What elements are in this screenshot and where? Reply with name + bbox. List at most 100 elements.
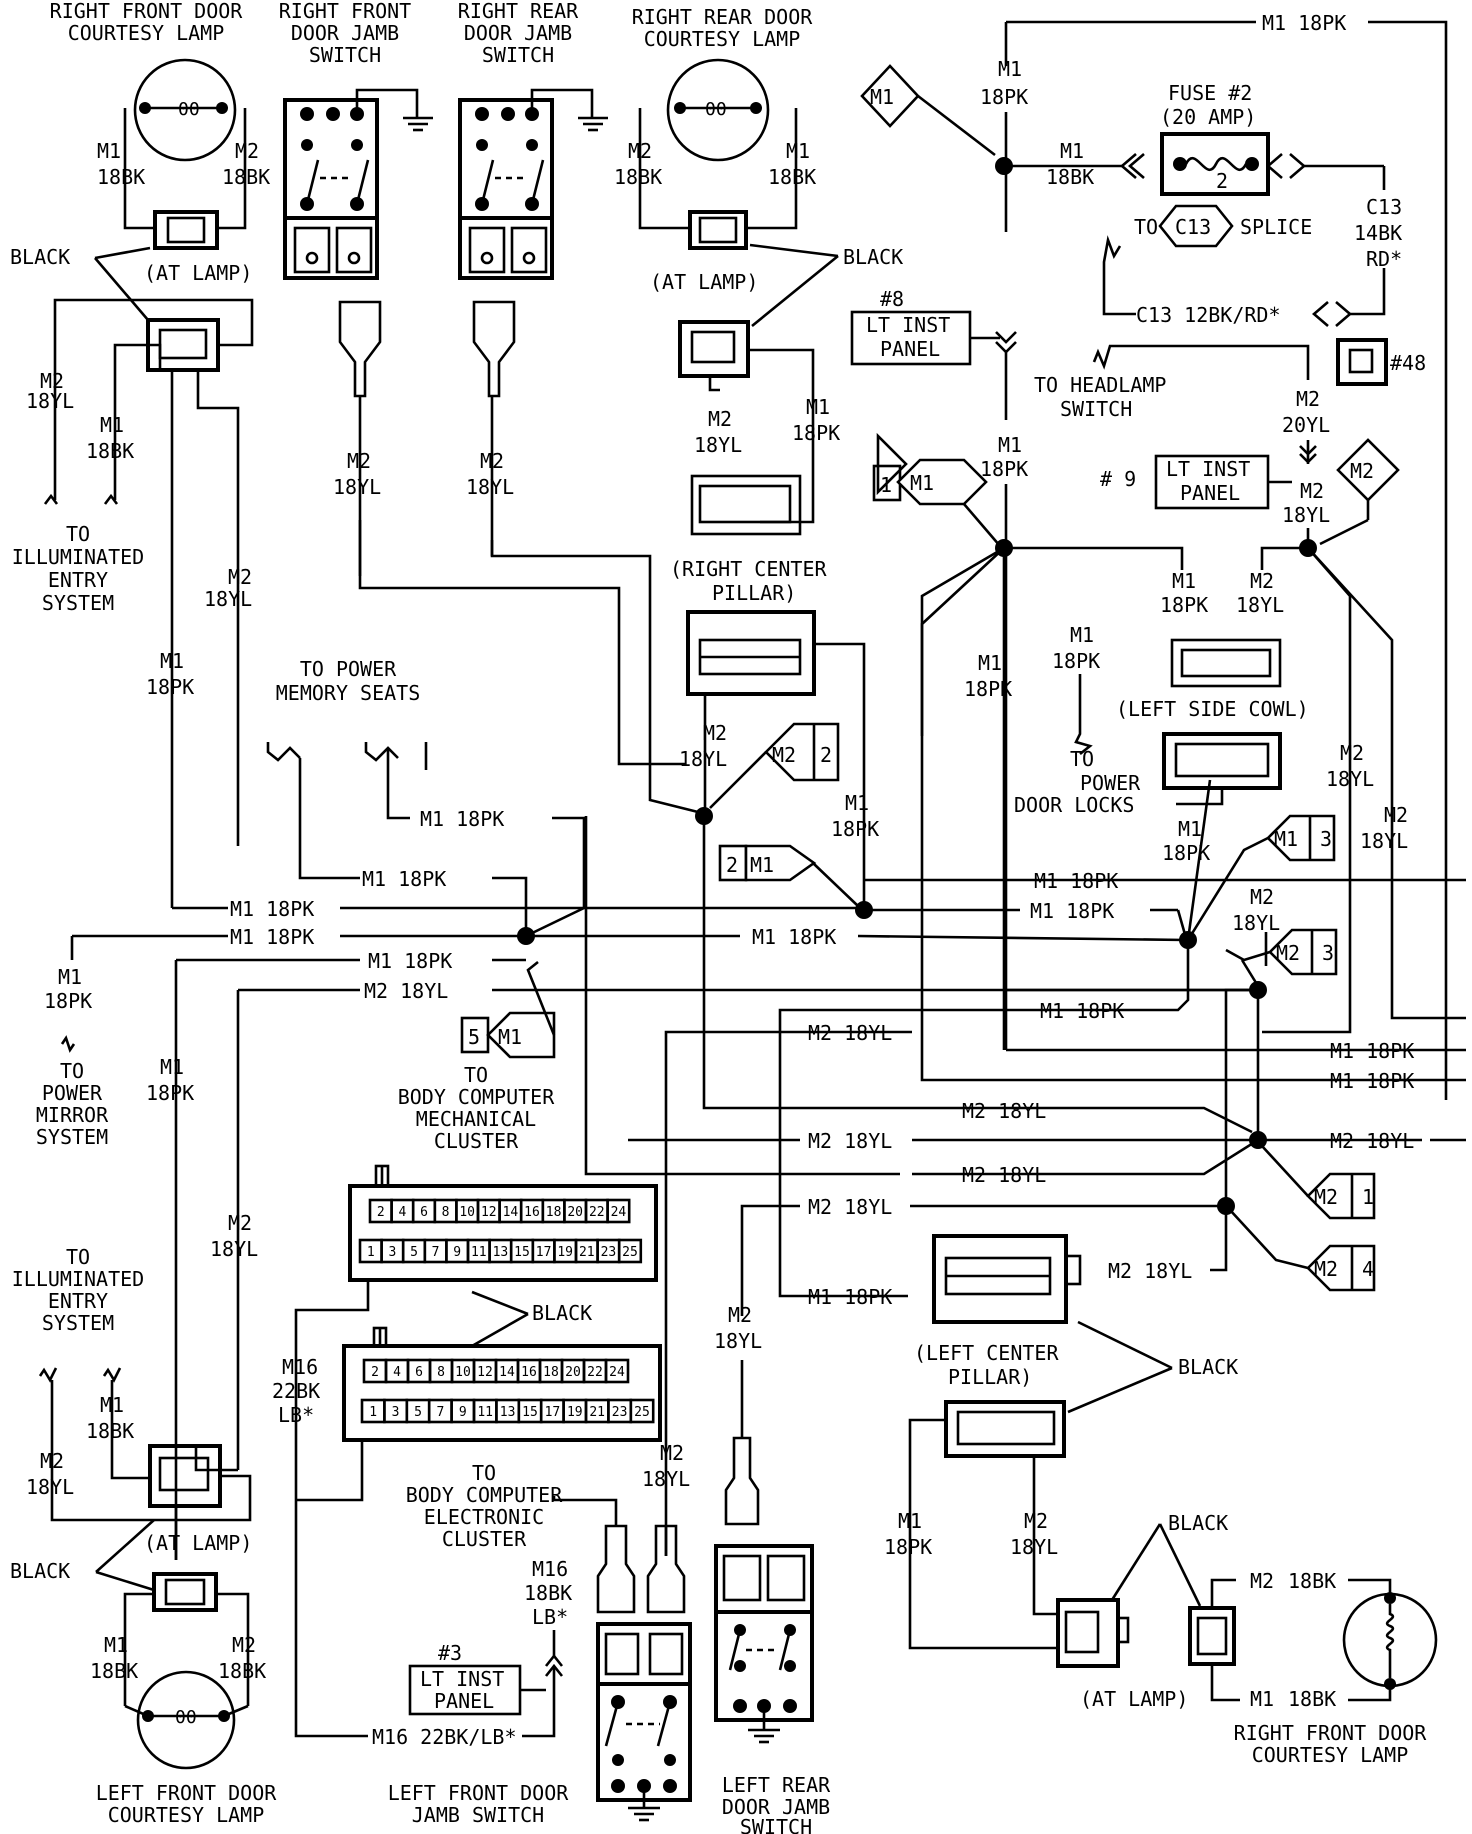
svg-text:ENTRY: ENTRY: [48, 1289, 108, 1313]
svg-text:18BK: 18BK: [97, 165, 145, 189]
pin-number: 16: [521, 1365, 537, 1380]
c13-splice-tag: [1158, 204, 1234, 248]
svg-text:(AT LAMP): (AT LAMP): [144, 1531, 252, 1555]
svg-text:BLACK: BLACK: [1168, 1511, 1228, 1535]
lt-inst-panel-8: #8 LT INST PANEL M1 18PK: [850, 287, 1028, 1050]
left-side-cowl-connector: [1170, 638, 1282, 688]
pin-number: 25: [622, 1245, 638, 1260]
pin-number: 8: [442, 1205, 450, 1220]
connector-48-icon: [1336, 338, 1388, 386]
pin-cell: [606, 1198, 631, 1224]
svg-text:SWITCH: SWITCH: [1060, 397, 1132, 421]
left-center-pillar-connector: [932, 1234, 1068, 1324]
svg-text:M1: M1: [1060, 139, 1084, 163]
svg-text:TO: TO: [1134, 215, 1158, 239]
svg-text:ELECTRONIC: ELECTRONIC: [424, 1505, 544, 1529]
svg-text:M1: M1: [845, 791, 869, 815]
pin-number: 2: [377, 1205, 385, 1220]
rf-courtesy-lamp-bottom: BLACK M2 18BK M1 18BK RIGHT FRONT DOOR C…: [1110, 1511, 1438, 1767]
pin-number: 21: [579, 1245, 595, 1260]
svg-text:18BK: 18BK: [86, 1419, 134, 1443]
pin-number: 6: [420, 1205, 428, 1220]
svg-text:M2 18YL: M2 18YL: [808, 1021, 892, 1045]
svg-text:00: 00: [175, 1707, 197, 1728]
svg-text:M2: M2: [1314, 1185, 1338, 1209]
rr-door-jamb-switch: RIGHT REAR DOOR JAMB SWITCH M2 18YL: [458, 0, 707, 816]
left-side-cowl: 1 M1 M1 18PK M2 18YL M1 18PK M1 18PK TO …: [872, 432, 1466, 1082]
svg-text:(LEFT CENTER: (LEFT CENTER: [914, 1341, 1059, 1365]
svg-text:18PK: 18PK: [884, 1535, 932, 1559]
svg-text:M16 22BK/LB*: M16 22BK/LB*: [372, 1725, 517, 1749]
pin-number: 18: [543, 1365, 559, 1380]
svg-text:DOOR LOCKS: DOOR LOCKS: [1014, 793, 1134, 817]
pin-cell: [604, 1358, 630, 1384]
svg-text:PANEL: PANEL: [434, 1689, 494, 1713]
svg-text:RIGHT REAR DOOR: RIGHT REAR DOOR: [632, 5, 814, 29]
svg-text:M1: M1: [104, 1633, 128, 1657]
pin-number: 4: [393, 1365, 401, 1380]
svg-text:SYSTEM: SYSTEM: [42, 591, 114, 615]
svg-text:18YL: 18YL: [1236, 593, 1284, 617]
svg-text:CLUSTER: CLUSTER: [434, 1129, 519, 1153]
svg-text:18PK: 18PK: [1160, 593, 1208, 617]
svg-text:M1: M1: [786, 139, 810, 163]
svg-text:M1: M1: [998, 57, 1022, 81]
svg-text:M2: M2: [40, 1449, 64, 1473]
svg-text:(AT LAMP): (AT LAMP): [650, 270, 758, 294]
svg-text:M2: M2: [232, 1633, 256, 1657]
svg-text:M1 18PK: M1 18PK: [1034, 869, 1118, 893]
svg-text:M1: M1: [1070, 623, 1094, 647]
lamp-bulb-icon: [136, 1670, 236, 1770]
svg-text:4: 4: [1362, 1257, 1374, 1281]
svg-text:PILLAR): PILLAR): [948, 1365, 1032, 1389]
svg-text:RD*: RD*: [1366, 247, 1402, 271]
lamp-bulb-icon: [666, 58, 770, 162]
svg-text:18BK: 18BK: [222, 165, 270, 189]
pin-cell: [629, 1398, 655, 1424]
svg-text:M1: M1: [910, 471, 934, 495]
svg-text:18PK: 18PK: [792, 421, 840, 445]
svg-text:ILLUMINATED: ILLUMINATED: [12, 545, 144, 569]
svg-text:PANEL: PANEL: [880, 337, 940, 361]
svg-text:SPLICE: SPLICE: [1240, 215, 1312, 239]
rr-courtesy-lamp: RIGHT REAR DOOR COURTESY LAMP 00 M2 18BK…: [614, 5, 903, 910]
svg-text:M2: M2: [1250, 1569, 1274, 1593]
pin-number: 19: [567, 1405, 583, 1420]
svg-text:MECHANICAL: MECHANICAL: [416, 1107, 536, 1131]
svg-text:TO: TO: [60, 1059, 84, 1083]
pin-number: 24: [609, 1365, 625, 1380]
lamp-connector-icon: [1188, 1606, 1236, 1666]
pin-number: 7: [432, 1245, 440, 1260]
lamp-connector-icon: [688, 210, 748, 250]
svg-text:M2 18YL: M2 18YL: [1108, 1259, 1192, 1283]
svg-text:18PK: 18PK: [980, 457, 1028, 481]
svg-text:COURTESY LAMP: COURTESY LAMP: [108, 1803, 265, 1827]
svg-text:DOOR JAMB: DOOR JAMB: [464, 21, 572, 45]
svg-text:18BK: 18BK: [86, 439, 134, 463]
svg-text:M16: M16: [532, 1557, 568, 1581]
svg-text:TO HEADLAMP: TO HEADLAMP: [1034, 373, 1166, 397]
lamp-bulb-icon: [133, 58, 237, 162]
svg-text:#8: #8: [880, 287, 904, 311]
svg-text:14BK: 14BK: [1354, 221, 1402, 245]
fuse-icon: [1160, 132, 1270, 196]
svg-text:M1: M1: [978, 651, 1002, 675]
svg-text:M2: M2: [228, 565, 252, 589]
svg-text:M2 18YL: M2 18YL: [962, 1099, 1046, 1123]
svg-text:COURTESY LAMP: COURTESY LAMP: [644, 27, 801, 51]
svg-text:M2: M2: [660, 1441, 684, 1465]
svg-text:M1 18PK: M1 18PK: [808, 1285, 892, 1309]
black-label: BLACK: [10, 245, 70, 269]
svg-text:M1 18PK: M1 18PK: [420, 807, 504, 831]
pin-number: 12: [477, 1365, 493, 1380]
svg-text:00: 00: [705, 99, 727, 120]
svg-text:POWER: POWER: [1080, 771, 1141, 795]
pin-number: 18: [546, 1205, 562, 1220]
svg-text:LT INST: LT INST: [420, 1667, 504, 1691]
svg-text:2: 2: [726, 853, 738, 877]
svg-text:M1: M1: [806, 395, 830, 419]
svg-text:ILLUMINATED: ILLUMINATED: [12, 1267, 144, 1291]
headlamp-switch-dest: TO HEADLAMP SWITCH M2 20YL M2 18YL # 9 L…: [1034, 344, 1400, 557]
